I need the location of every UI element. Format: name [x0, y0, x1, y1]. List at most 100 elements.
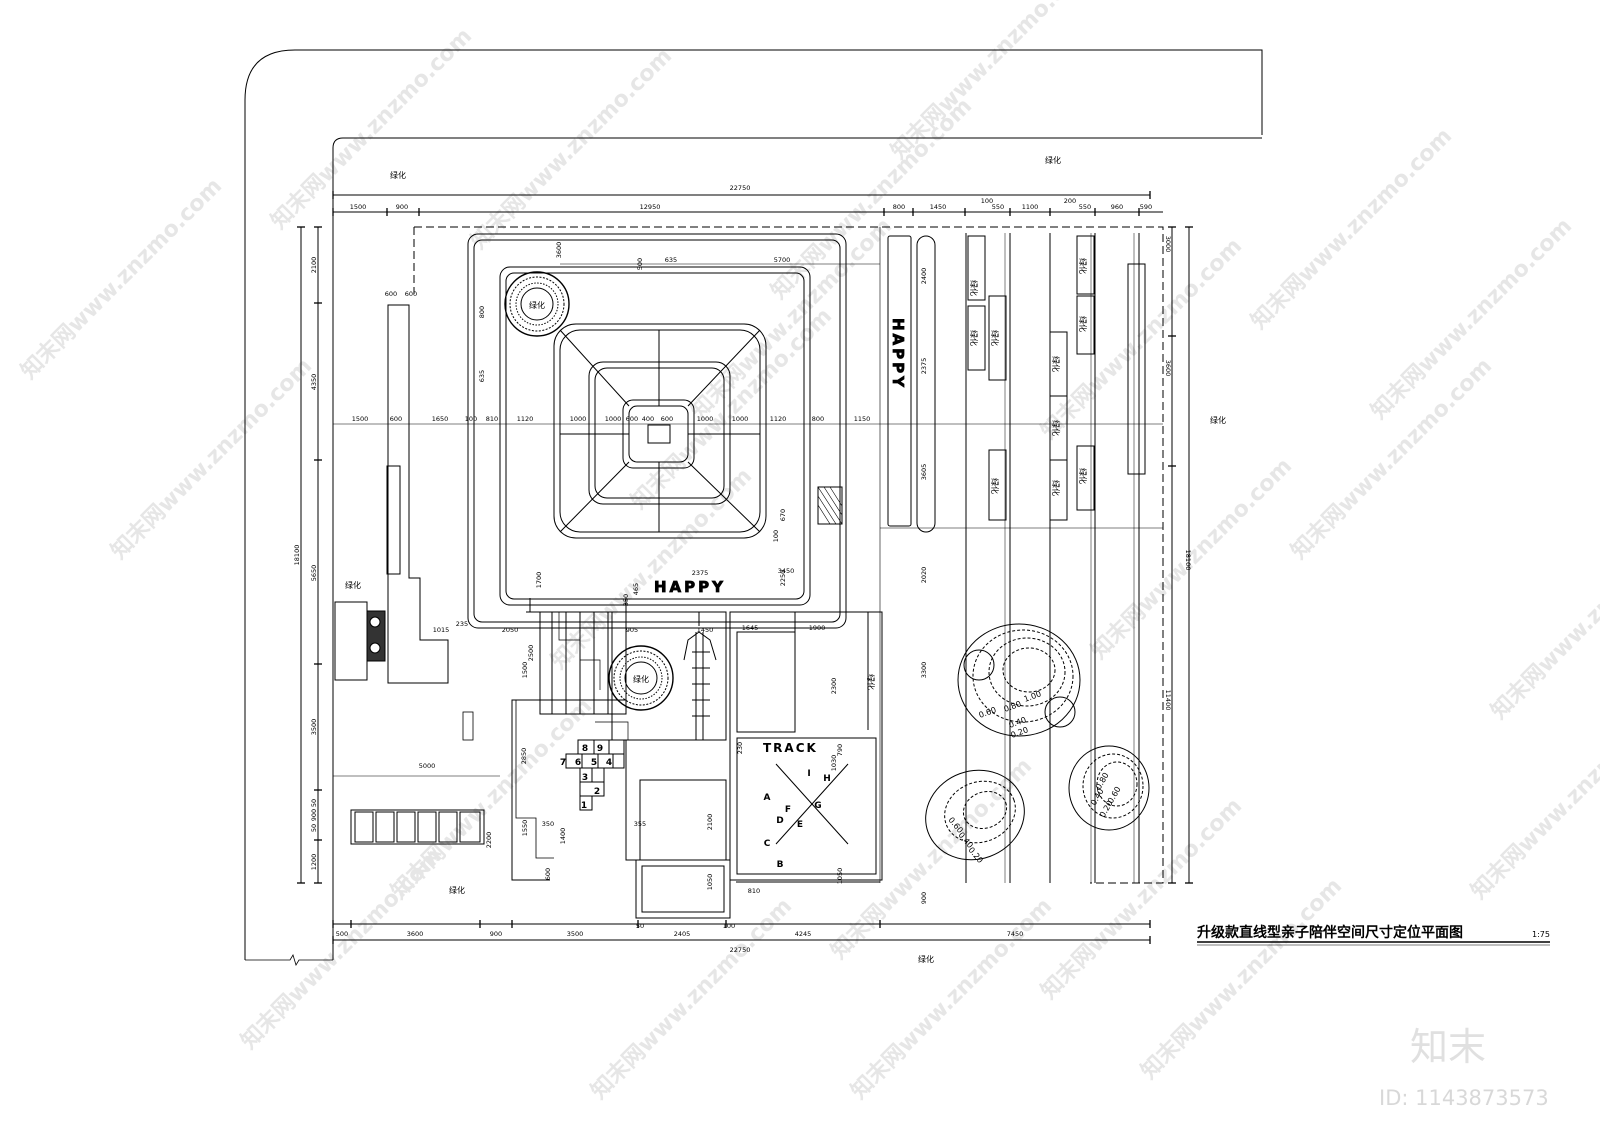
- dimension-label: 1700: [535, 572, 543, 589]
- dimension-label: 3000: [1164, 236, 1172, 253]
- dimension-label: 2850: [520, 748, 528, 765]
- track-letter: H: [823, 774, 831, 784]
- dimension-label: 3500: [310, 719, 318, 736]
- left-bench: [386, 465, 401, 575]
- dimension-label: 2400: [920, 268, 928, 285]
- plan-linework: [244, 49, 1263, 966]
- dimension-label: 50: [310, 799, 318, 807]
- ladder-structure: [683, 612, 717, 740]
- dimension-label: 7450: [1007, 930, 1024, 938]
- greenery-label: 绿化: [969, 330, 979, 346]
- dimension-label: 1120: [770, 415, 787, 423]
- dimension-label: 800: [893, 203, 905, 211]
- track-letter: G: [814, 801, 821, 811]
- dimension-label: 600: [544, 868, 552, 880]
- dimension-label: 3600: [407, 930, 424, 938]
- greenery-label: 绿化: [1078, 258, 1088, 274]
- greenery-label: 绿化: [449, 885, 465, 895]
- dimension-label: 590: [1140, 203, 1152, 211]
- dimension-label: 900: [920, 892, 928, 904]
- planter-box: [334, 601, 368, 681]
- dimension-label: 11400: [1164, 690, 1172, 711]
- dimension-label: 1550: [521, 820, 529, 837]
- main-dashed-boundary: [414, 226, 1164, 884]
- dimension-label: 600: [390, 415, 402, 423]
- dimension-label: 1100: [1022, 203, 1039, 211]
- greenery-label: 绿化: [633, 674, 649, 684]
- greenery-label: 绿化: [1051, 420, 1061, 436]
- dimension-label: 1500: [521, 662, 529, 679]
- dimension-label: 18100: [293, 545, 301, 566]
- track-letter: B: [777, 860, 784, 870]
- lower-planter-zone: [611, 611, 727, 741]
- dimension-label: 1450: [930, 203, 947, 211]
- dimension-label: 670: [779, 509, 787, 521]
- site-watermark: 知末网www.znzmo.com: [266, 23, 477, 234]
- dimension-label: 100: [723, 922, 735, 930]
- dimension-label: 2500: [527, 645, 535, 662]
- dimension-label: 550: [992, 203, 1004, 211]
- dimension-label: 1450: [697, 626, 714, 634]
- dimension-label: 600: [385, 290, 397, 298]
- dimension-label: 5700: [774, 256, 791, 264]
- dimension-ticks: [297, 191, 1193, 944]
- greenery-label: 绿化: [1051, 480, 1061, 496]
- dimension-label: 235: [456, 620, 468, 628]
- greenery-label: 绿化: [969, 280, 979, 296]
- drawing-scale: 1:75: [1532, 930, 1550, 939]
- happy-vertical-sign: HAPPY: [889, 318, 907, 390]
- dimension-label: 355: [634, 820, 646, 828]
- outer-track: [467, 233, 847, 629]
- contour-label: 0.60: [978, 705, 998, 720]
- dimension-label: 2375: [920, 358, 928, 375]
- dimension-label: 2050: [502, 626, 519, 634]
- site-watermark: 知末网www.znzmo.com: [886, 0, 1097, 164]
- dimension-label: 1000: [732, 415, 749, 423]
- hopscotch-number: 9: [597, 744, 603, 754]
- dimension-label: 810: [486, 415, 498, 423]
- hopscotch-number: 7: [560, 758, 566, 768]
- brand-watermark: 知末: [1410, 1025, 1486, 1069]
- dimension-label: 3600: [1164, 360, 1172, 377]
- hopscotch-number: 6: [575, 758, 581, 768]
- dimension-label: 550: [1079, 203, 1091, 211]
- dimension-label: 100: [981, 197, 993, 205]
- site-watermark: 知末网www.znzmo.com: [1486, 513, 1600, 724]
- site-watermark: 知末网www.znzmo.com: [586, 893, 797, 1104]
- dimension-label: 50: [310, 824, 318, 832]
- hopscotch-number: 4: [606, 758, 612, 768]
- greenery-label: 绿化: [345, 580, 361, 590]
- dimension-label: 1200: [310, 854, 318, 871]
- dimension-label: 790: [836, 744, 844, 756]
- greenery-label: 绿化: [529, 300, 545, 310]
- track-letter: I: [807, 769, 810, 779]
- dimension-label: 1000: [570, 415, 587, 423]
- hopscotch-number: 3: [582, 773, 588, 783]
- left-wall-block: [387, 304, 449, 684]
- dimension-label: 200: [1064, 197, 1076, 205]
- dimension-label: 5000: [419, 762, 436, 770]
- site-watermark: 知末网www.znzmo.com: [1036, 793, 1247, 1004]
- dimension-label: 2250: [779, 570, 787, 587]
- hopscotch-number: 5: [591, 758, 597, 768]
- dimension-label: 1015: [433, 626, 450, 634]
- overall-width-bottom: 22750: [730, 946, 751, 954]
- greenery-label: 绿化: [1051, 356, 1061, 372]
- greenery-label: 绿化: [990, 330, 1000, 346]
- dimension-label: 1030: [830, 755, 838, 772]
- site-inner-boundary: [332, 137, 1262, 960]
- track-letter: C: [764, 839, 771, 849]
- happy-vertical-bar: [887, 235, 912, 527]
- happy-sign: HAPPY: [654, 578, 726, 596]
- dimension-label: 3600: [555, 242, 563, 259]
- dimension-label: 2100: [706, 814, 714, 831]
- dimension-label: 100: [772, 530, 780, 542]
- dimension-label: 1650: [432, 415, 449, 423]
- dimension-label: 2405: [674, 930, 691, 938]
- dimension-label: 4245: [795, 930, 812, 938]
- site-watermark: 知末网www.znzmo.com: [106, 353, 317, 564]
